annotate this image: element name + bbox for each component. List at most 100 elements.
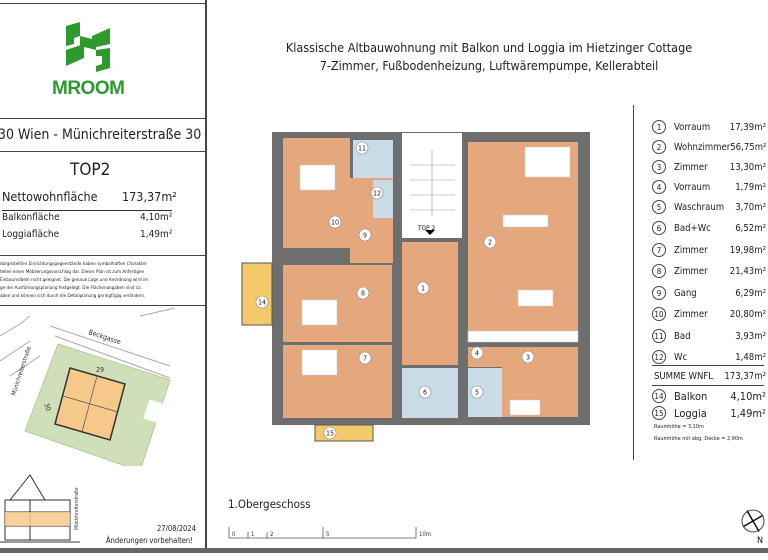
room-7 — [283, 345, 392, 418]
room-label-circle — [370, 186, 384, 200]
room-area: 6,29m² — [735, 287, 766, 299]
room-area: 19,98m² — [729, 244, 766, 256]
unit-name: TOP2 — [70, 160, 111, 180]
room-row: 6 Bad+Wc 6,52m² — [652, 220, 768, 236]
scale-label: 0 — [232, 531, 236, 538]
room-area: 3,93m² — [735, 330, 766, 342]
room-label-circle — [328, 215, 342, 229]
room-label: 12 — [373, 190, 381, 198]
house-number: 29 — [96, 366, 104, 374]
room-label-circle — [521, 350, 535, 364]
room-label-circle — [470, 385, 484, 399]
room-area: 56,75m² — [730, 141, 767, 153]
room-label: 7 — [363, 355, 367, 363]
room-name: Waschraum — [674, 201, 725, 213]
scale-label: 2 — [270, 531, 273, 538]
room-area: 21,43m² — [729, 265, 766, 277]
room-label: 3 — [526, 354, 530, 362]
room-number-badge: 6 — [652, 221, 666, 235]
list-divider — [633, 105, 634, 460]
room-14-balcony — [241, 262, 273, 326]
room-label: 6 — [423, 389, 427, 397]
room-area: 6,52m² — [735, 222, 766, 234]
room-area: 1,79m² — [735, 181, 766, 193]
street-label: Münichreiterstraße — [10, 345, 33, 396]
divider — [0, 305, 206, 306]
room-label: 1 — [421, 285, 425, 293]
room-number-badge: 1 — [652, 120, 666, 134]
room-label-circle — [358, 351, 372, 365]
room-name: Balkon — [674, 389, 708, 403]
loggia-label: Loggiafläche — [2, 229, 60, 240]
room-12 — [373, 180, 393, 218]
scale-bar: 0 1 2 5 10m — [228, 527, 431, 539]
room-name: Loggia — [674, 406, 707, 420]
dining-table-icon — [502, 214, 549, 228]
room-row: 3 Zimmer 13,30m² — [652, 159, 768, 175]
scale-label: 10m — [419, 531, 431, 538]
balcony-value: 4,10m² — [140, 212, 173, 223]
disclaimer: dargestellten Einrichtungsgegenstände ha… — [0, 261, 205, 301]
room-label: 15 — [326, 430, 334, 438]
room-15-loggia — [314, 424, 374, 442]
room-number-badge: 7 — [652, 243, 666, 257]
section-street-label: Münichreiterstraße — [74, 487, 80, 530]
room-area: 20,80m² — [729, 308, 766, 320]
date: 27/08/2024 — [157, 524, 196, 533]
room-9 — [350, 178, 393, 263]
room-8 — [283, 265, 392, 342]
net-area-label: Nettowohnfläche — [2, 189, 98, 204]
floor-name: 1.Obergeschoss — [228, 497, 311, 511]
room-label-circle — [255, 295, 269, 309]
room-label: 11 — [358, 145, 366, 153]
divider — [652, 385, 764, 386]
room-name: Zimmer — [674, 308, 708, 320]
divider — [652, 365, 764, 366]
room-name: Wc — [674, 351, 688, 363]
room-height-note: Raumhöhe mit abg. Decke = 2,90m — [654, 436, 743, 442]
scale-label: 5 — [326, 531, 329, 538]
room-name: Vorraum — [674, 121, 711, 133]
room-label-circle — [356, 286, 370, 300]
room-name: Zimmer — [674, 161, 708, 173]
room-area: 13,30m² — [729, 161, 766, 173]
scale-label: 1 — [251, 531, 254, 538]
room-name: Zimmer — [674, 265, 708, 277]
room-name: Bad+Wc — [674, 222, 711, 234]
net-area-value: 173,37m² — [122, 189, 177, 204]
bed-icon — [301, 349, 338, 376]
room-number-badge: 10 — [652, 307, 666, 321]
staircase — [402, 133, 462, 238]
room-label-circle — [418, 385, 432, 399]
divider — [0, 118, 206, 119]
room-row: 10 Zimmer 20,80m² — [652, 306, 768, 322]
room-number-badge: 3 — [652, 160, 666, 174]
street-label: Beckgasse — [87, 328, 122, 346]
sum-area: 173,37m² — [724, 370, 766, 382]
title-line-2: 7-Zimmer, Fußbodenheizung, Luftwärempump… — [319, 58, 659, 73]
address: 30 Wien - Münichreiterstraße 30 — [0, 127, 202, 143]
sum-label: SUMME WNFL — [654, 370, 714, 382]
building-section: Münichreiterstraße — [0, 474, 80, 543]
room-label: 14 — [258, 299, 266, 307]
room-label-circle — [416, 281, 430, 295]
room-number-badge: 11 — [652, 329, 666, 343]
room-label: 9 — [363, 232, 367, 240]
room-number-badge: 4 — [652, 180, 666, 194]
room-area: 1,48m² — [735, 351, 766, 363]
divider — [0, 255, 206, 256]
room-number-badge: 9 — [652, 286, 666, 300]
outer-walls — [272, 132, 590, 425]
room-label-circle — [470, 346, 484, 360]
kitchen-counter-icon — [467, 330, 579, 343]
room-11 — [353, 140, 393, 178]
north-arrow-icon: N — [741, 509, 765, 546]
